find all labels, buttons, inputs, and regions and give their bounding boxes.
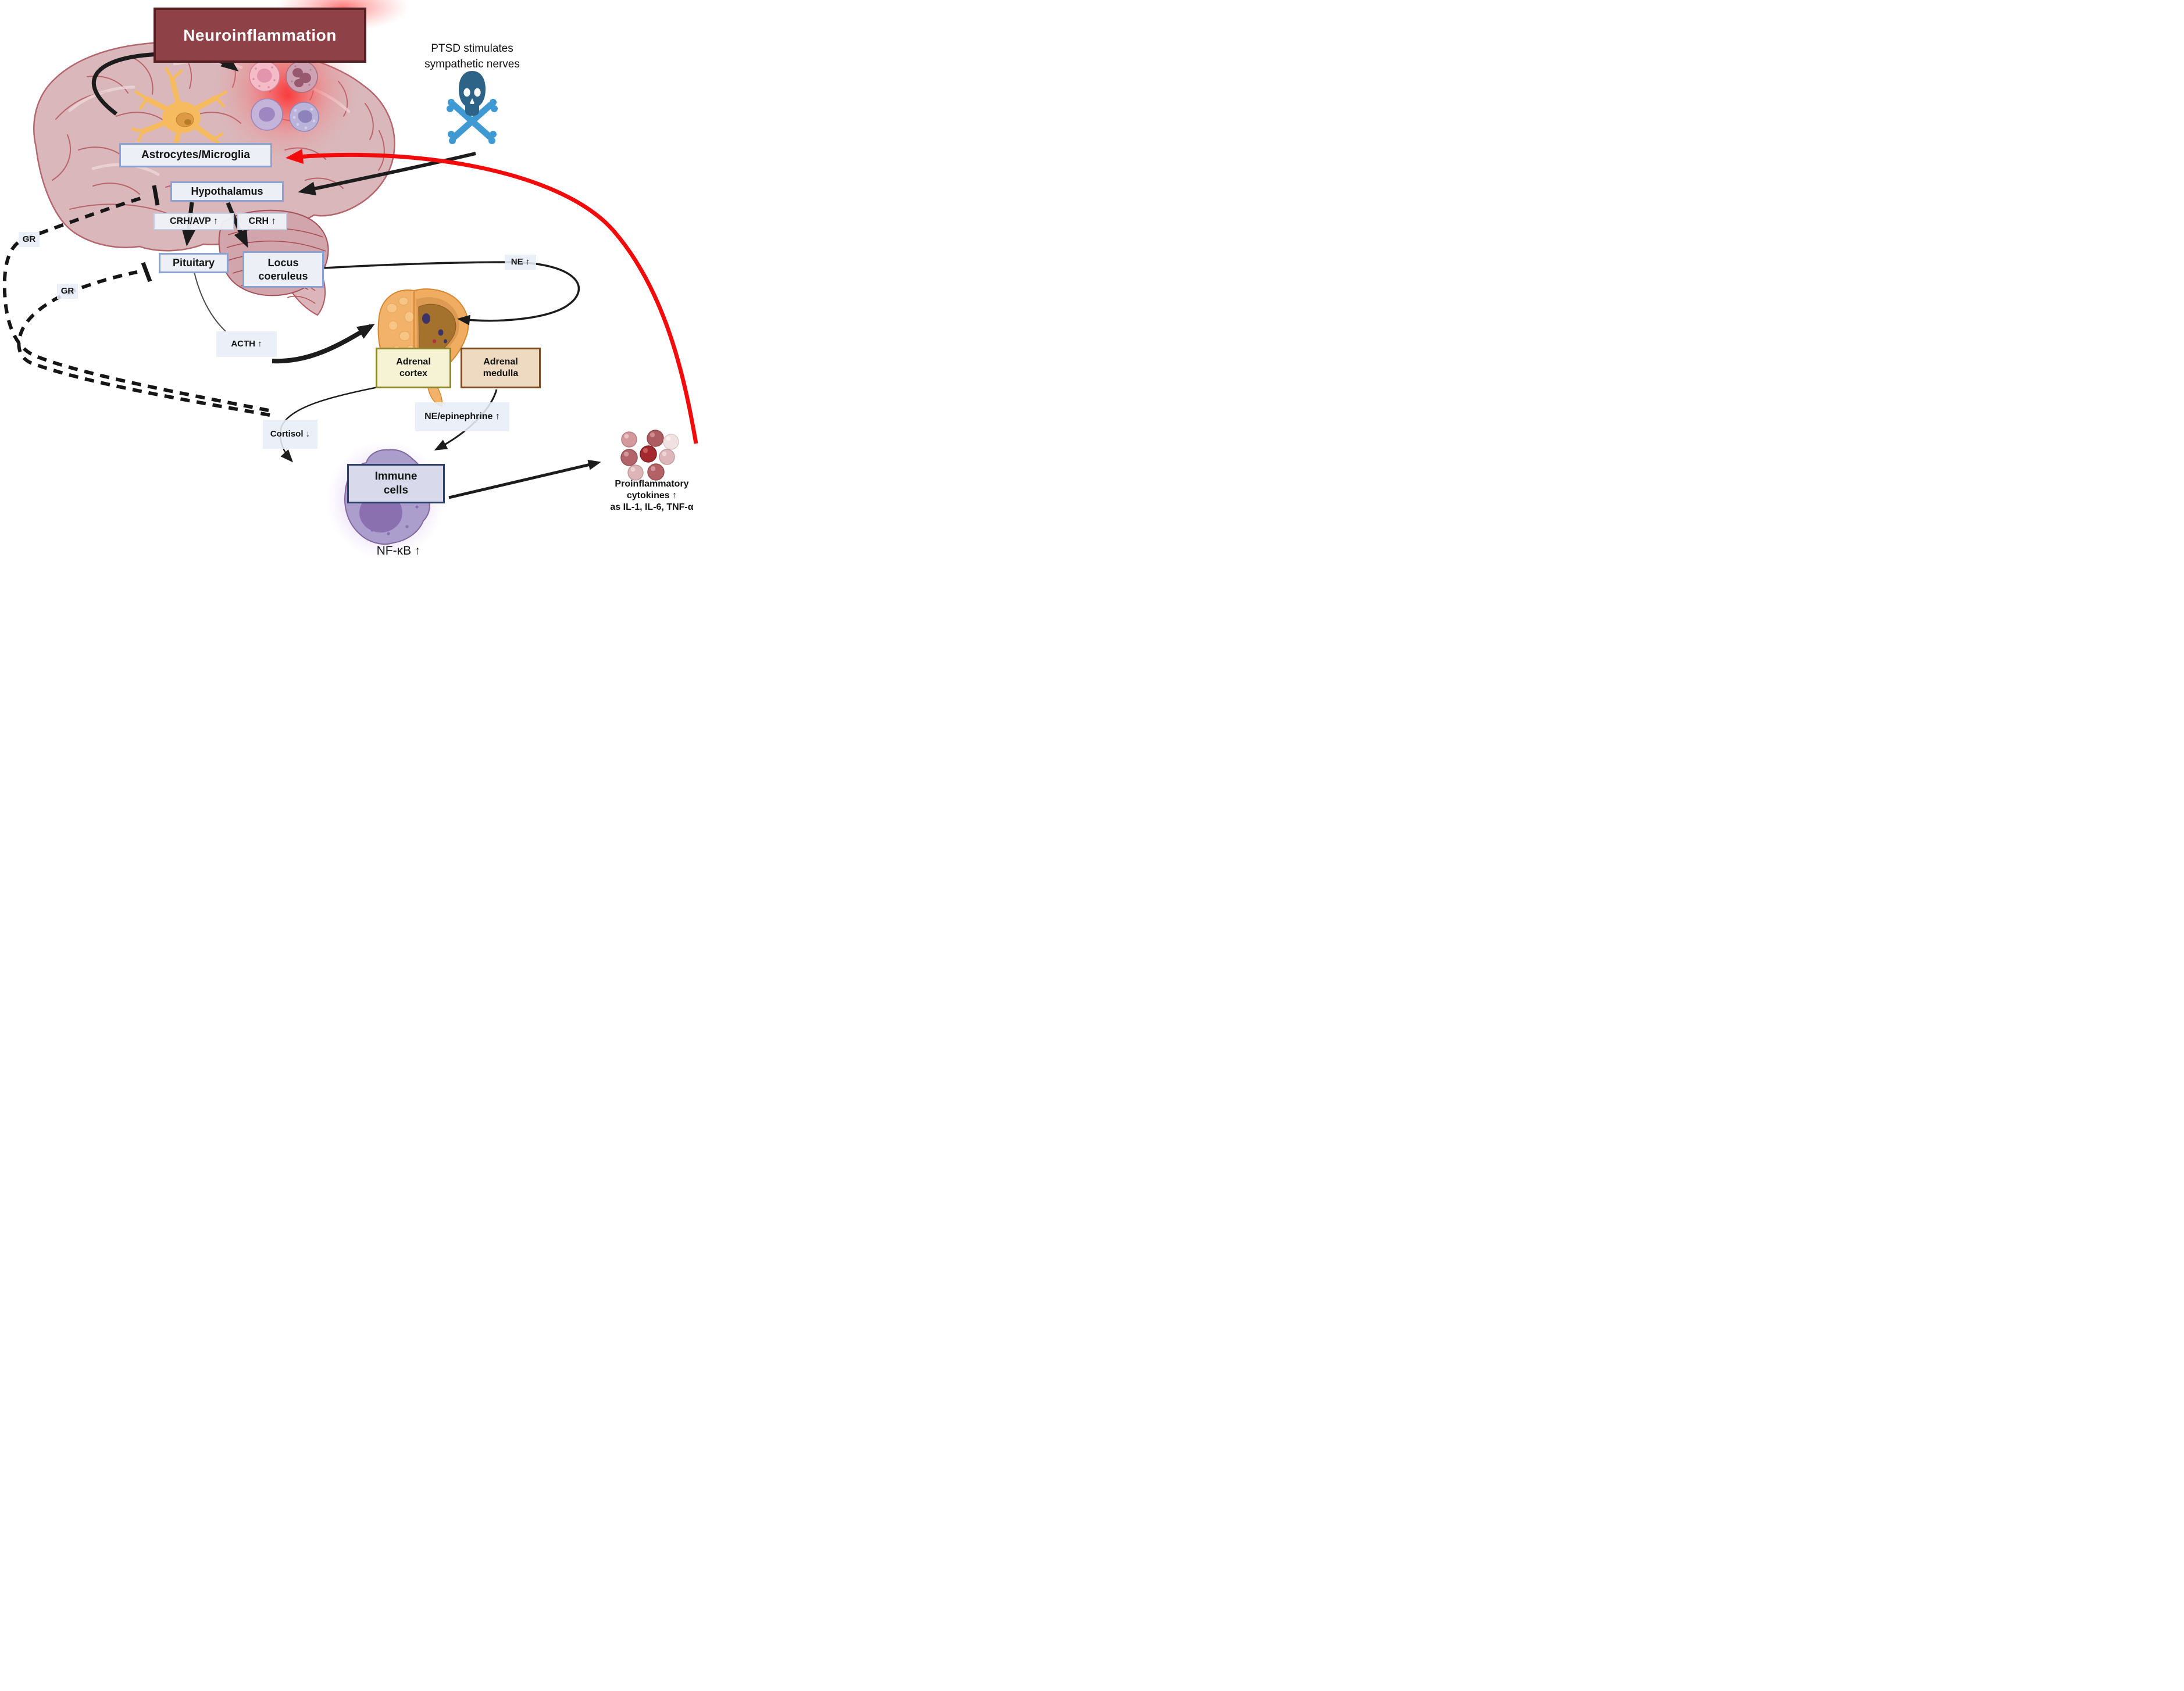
- arrow-hypothalamus-to-locus: [226, 202, 248, 248]
- node-locus-coeruleus: Locus coeruleus: [242, 251, 324, 288]
- ptsd-note: PTSD stimulates sympathetic nerves: [424, 42, 520, 70]
- arrow-locus-ne-to-adrenal: [324, 261, 580, 326]
- line-pituitary-to-acth: [194, 271, 226, 332]
- tbar-hypothalamus: [152, 185, 160, 206]
- tbar-pituitary: [141, 262, 152, 283]
- signal-nfkb: NF-κB ↑: [376, 544, 421, 557]
- diagram-canvas: Neuroinflammation PTSD stimulates sympat…: [0, 0, 728, 564]
- signal-gr-lower: GR: [57, 284, 78, 299]
- signal-ne-epinephrine: NE/epinephrine ↑: [415, 402, 509, 431]
- node-hypothalamus: Hypothalamus: [170, 181, 284, 202]
- dashed-gr-feedback-hypothalamus: [2, 195, 269, 412]
- signal-ne: NE ↑: [505, 255, 536, 270]
- signal-crh: CRH ↑: [237, 213, 287, 230]
- signal-gr-upper: GR: [19, 232, 40, 247]
- node-adrenal-cortex: Adrenal cortex: [376, 348, 451, 388]
- title-neuroinflammation: Neuroinflammation: [154, 8, 366, 63]
- arrow-acth-to-adrenal-cortex: [272, 323, 375, 364]
- signal-crh-avp: CRH/AVP ↑: [154, 213, 234, 230]
- arrow-cytokines-to-astrocytes-red: [286, 149, 698, 444]
- node-pituitary: Pituitary: [159, 253, 229, 273]
- cytokines-caption: Proinflammatory cytokines ↑ as IL-1, IL-…: [610, 479, 694, 512]
- node-adrenal-medulla: Adrenal medulla: [461, 348, 541, 388]
- skull-crossbones-icon: [447, 71, 498, 144]
- node-immune-cells: Immune cells: [347, 464, 445, 503]
- signal-cortisol: Cortisol ↓: [263, 420, 317, 449]
- dashed-gr-feedback-pituitary: [17, 270, 270, 417]
- arrow-skull-to-hypothalamus: [298, 152, 476, 196]
- cytokine-dots: [620, 430, 679, 481]
- node-astrocytes-microglia: Astrocytes/Microglia: [119, 143, 272, 167]
- microglia-cells-icon: [249, 60, 319, 132]
- signal-acth: ACTH ↑: [216, 331, 277, 357]
- arrow-immune-to-cytokines: [448, 459, 601, 499]
